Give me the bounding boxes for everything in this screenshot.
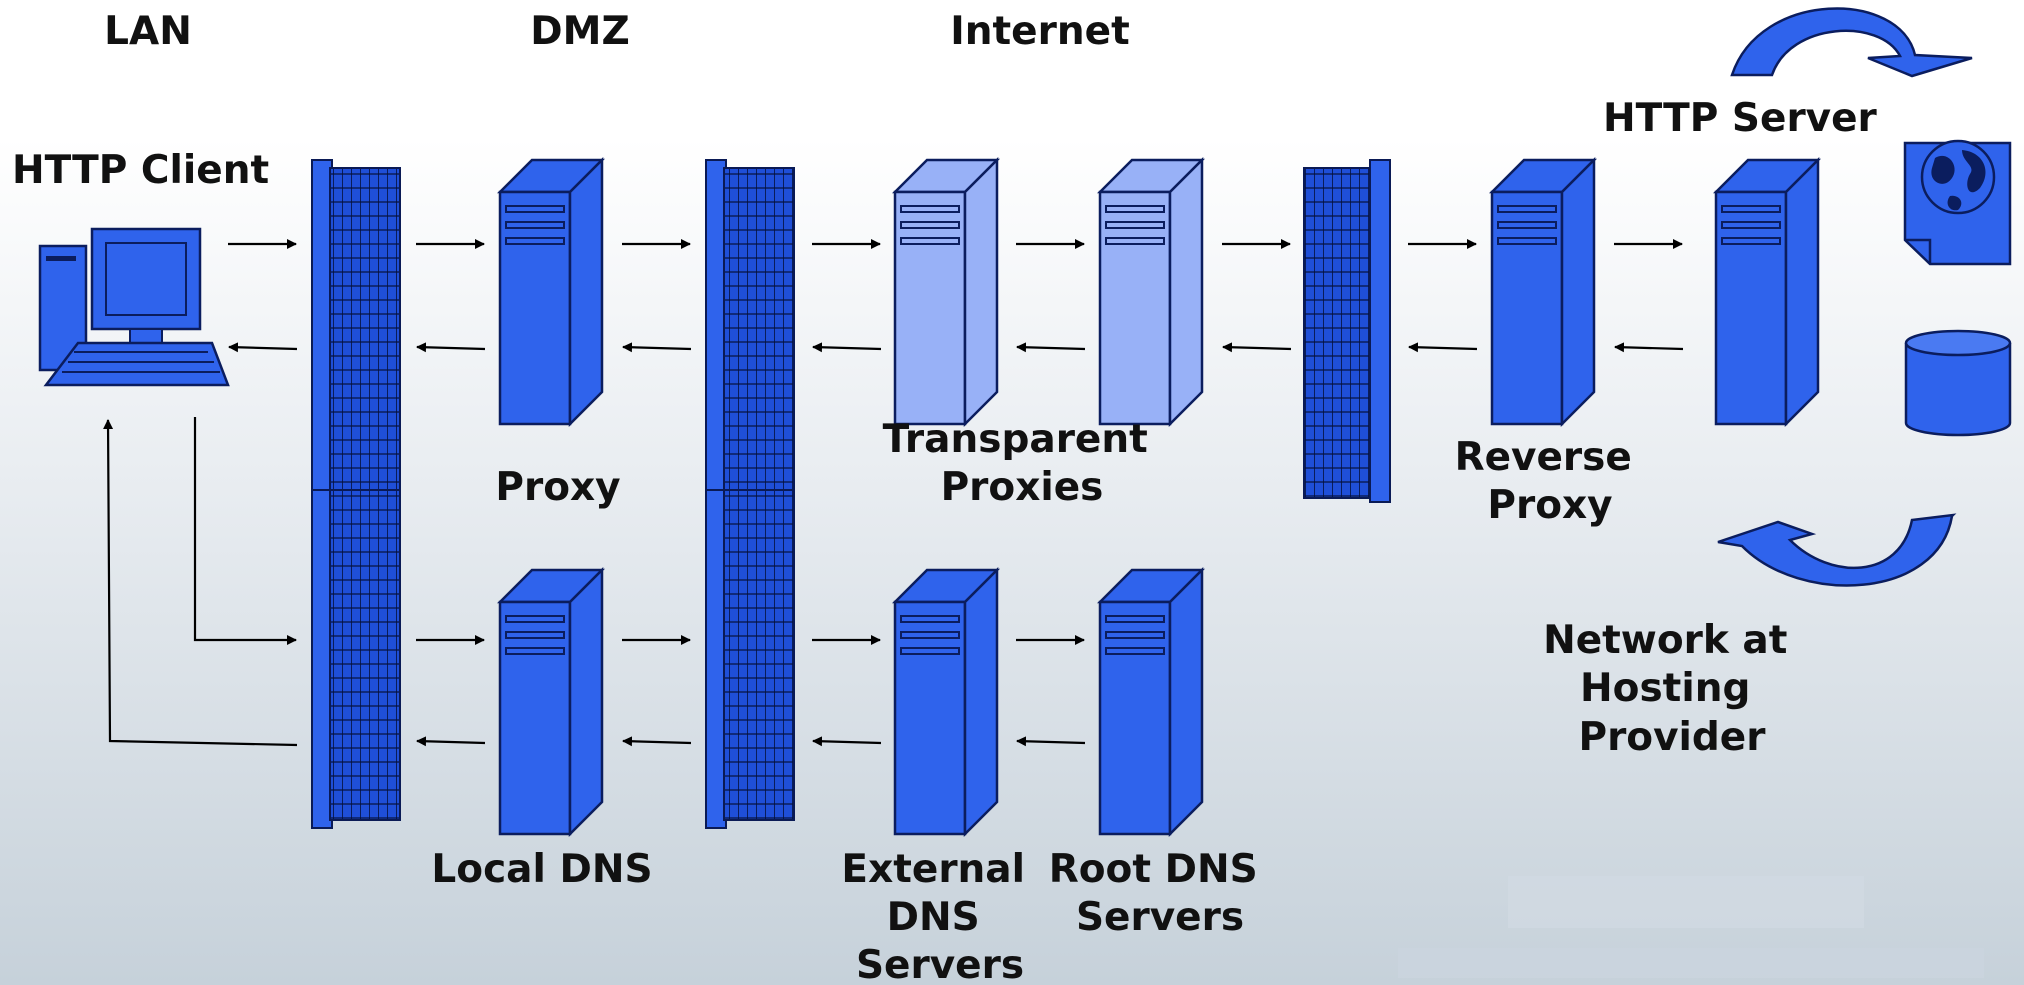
drive-bay — [900, 205, 960, 213]
drive-bay — [1497, 221, 1557, 229]
drive-bay — [505, 221, 565, 229]
transparent-proxy-server-icon — [1096, 156, 1206, 428]
curved-arrow-icon — [1730, 7, 1973, 78]
drive-bay — [1105, 631, 1165, 639]
drive-bay — [900, 647, 960, 655]
server-side — [1168, 566, 1204, 838]
firewall-icon — [1303, 159, 1391, 503]
external-dns-line-1: External — [841, 847, 1025, 892]
network-hosting-label: Network at Hosting Provider — [1543, 618, 1801, 760]
server-front — [893, 600, 967, 836]
drive-bay — [505, 647, 565, 655]
transparent-proxies-label: Transparent Proxies — [883, 417, 1162, 510]
network-hosting-line-2: Hosting — [1580, 666, 1750, 711]
drive-bay — [1105, 205, 1165, 213]
web-document-icon — [1903, 139, 2012, 266]
network-hosting-line-3: Provider — [1578, 715, 1766, 760]
server-side — [1168, 156, 1204, 428]
drive-bay — [900, 221, 960, 229]
drive-bay — [1105, 237, 1165, 245]
drive-bay — [1721, 237, 1781, 245]
server-front — [498, 190, 572, 426]
external-dns-line-2: DNS — [887, 895, 980, 940]
server-side — [1560, 156, 1596, 428]
external-dns-server-icon — [891, 566, 1001, 838]
server-front — [1490, 190, 1564, 426]
drive-bay — [1721, 221, 1781, 229]
reverse-proxy-line-1: Reverse — [1455, 435, 1632, 480]
drive-bay — [900, 615, 960, 623]
drive-bay — [1721, 205, 1781, 213]
drive-bay — [1105, 221, 1165, 229]
root-dns-line-1: Root DNS — [1049, 847, 1258, 892]
root-dns-server-icon — [1096, 566, 1206, 838]
database-icon — [1904, 329, 2012, 437]
external-dns-label: External DNS Servers — [841, 847, 1038, 985]
http-client-label: HTTP Client — [12, 148, 269, 193]
transparent-proxies-line-2: Proxies — [941, 465, 1104, 510]
drive-bay — [900, 631, 960, 639]
local-dns-label: Local DNS — [431, 847, 652, 892]
external-dns-line-3: Servers — [856, 943, 1024, 985]
server-front — [1098, 190, 1172, 426]
reverse-proxy-label: Reverse Proxy — [1455, 435, 1646, 528]
http-server-icon — [1712, 156, 1822, 428]
drive-bay — [505, 631, 565, 639]
server-front — [1098, 600, 1172, 836]
proxy-label: Proxy — [495, 465, 620, 510]
root-dns-line-2: Servers — [1076, 895, 1244, 940]
curved-arrow-icon — [1717, 513, 1957, 587]
server-front — [1714, 190, 1788, 426]
reverse-proxy-server-icon — [1488, 156, 1598, 428]
proxy-server-icon — [496, 156, 606, 428]
transparent-proxy-server-icon — [891, 156, 1001, 428]
server-side — [963, 566, 999, 838]
root-dns-label: Root DNS Servers — [1049, 847, 1272, 940]
drive-bay — [1497, 237, 1557, 245]
decorative-panel — [1398, 948, 1984, 978]
drive-bay — [900, 237, 960, 245]
desktop-computer-icon — [38, 227, 230, 387]
decorative-panel — [1508, 876, 1864, 928]
http-server-label: HTTP Server — [1603, 96, 1878, 141]
connection-arrows — [103, 239, 1684, 747]
firewall-icon — [705, 159, 795, 829]
zone-label-internet: Internet — [950, 9, 1129, 54]
zone-label-lan: LAN — [104, 9, 192, 54]
server-side — [1784, 156, 1820, 428]
zone-label-dmz: DMZ — [530, 9, 629, 54]
drive-bay — [1105, 647, 1165, 655]
server-front — [893, 190, 967, 426]
local-dns-server-icon — [496, 566, 606, 838]
server-side — [568, 566, 604, 838]
drive-bay — [505, 205, 565, 213]
server-side — [568, 156, 604, 428]
drive-bay — [505, 237, 565, 245]
transparent-proxies-line-1: Transparent — [883, 417, 1148, 462]
network-hosting-line-1: Network at — [1543, 618, 1787, 663]
server-side — [963, 156, 999, 428]
firewall-icon — [311, 159, 401, 829]
drive-bay — [1497, 205, 1557, 213]
drive-bay — [505, 615, 565, 623]
reverse-proxy-line-2: Proxy — [1487, 483, 1612, 528]
drive-bay — [1105, 615, 1165, 623]
